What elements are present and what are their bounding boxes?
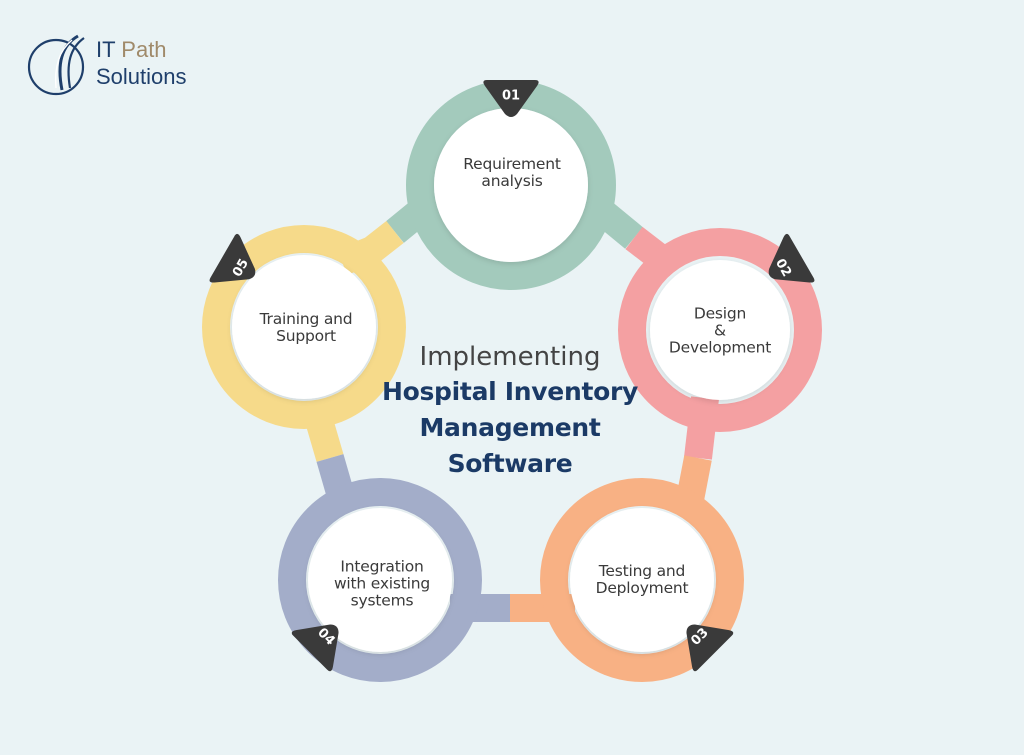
step-05-ring — [202, 225, 406, 429]
center-title-line3: Management — [419, 413, 601, 442]
step-02-label: Design & Development — [668, 304, 772, 357]
swoosh-circle-icon — [27, 34, 85, 96]
center-title-line4: Software — [447, 449, 573, 478]
brand-name-path: Path — [121, 37, 167, 62]
step-04-label: Integration with existing systems — [333, 557, 431, 610]
center-title-line2: Hospital Inventory — [381, 377, 639, 406]
step-02-ring — [618, 228, 822, 432]
brand-name-solutions: Solutions — [96, 64, 187, 89]
brand-name: IT Path Solutions — [96, 36, 187, 90]
step-01-number: 01 — [501, 88, 521, 104]
step-02-badge — [768, 233, 815, 283]
step-03-label: Testing and Deployment — [595, 562, 689, 597]
step-01-badge — [483, 80, 539, 117]
step-04-ring — [278, 478, 482, 682]
brand-name-it: IT — [96, 37, 116, 62]
step-04-circle — [308, 508, 452, 652]
step-01-circle — [434, 108, 588, 262]
step-05-circle — [232, 255, 376, 399]
step-05-label: Training and Support — [259, 310, 353, 345]
step-03-badge — [686, 624, 734, 672]
brand-logo: IT Path Solutions — [26, 30, 216, 100]
step-03-circle — [570, 508, 714, 652]
center-title-line1: Implementing — [419, 342, 601, 372]
step-01-label: Requirement analysis — [463, 155, 561, 190]
center-title: Implementing Hospital Inventory Manageme… — [340, 340, 680, 482]
step-03-ring — [540, 478, 744, 682]
step-04-badge — [291, 624, 339, 672]
step-05-badge — [209, 233, 256, 283]
step-02-circle — [650, 260, 790, 400]
